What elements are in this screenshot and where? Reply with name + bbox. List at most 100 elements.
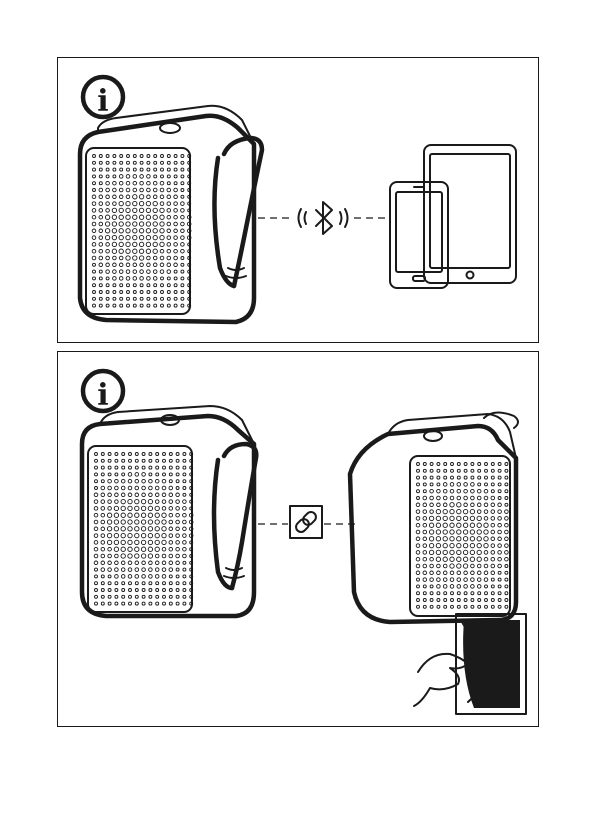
grille-hole [142, 575, 146, 579]
grille-hole [139, 222, 143, 226]
grille-hole [464, 496, 468, 500]
grille-hole [470, 509, 474, 513]
grille-hole [162, 527, 166, 531]
grille-hole [457, 483, 461, 487]
grille-hole [451, 476, 454, 479]
grille-hole [450, 483, 454, 487]
grille-hole [119, 195, 123, 199]
grille-hole [176, 575, 179, 578]
grille-hole [444, 592, 447, 595]
grille-hole [133, 297, 136, 300]
grille-hole [183, 561, 186, 564]
grille-hole [443, 550, 447, 554]
grille-hole [463, 543, 467, 547]
grille-hole [127, 304, 130, 307]
grille-hole [423, 592, 426, 595]
grille-hole [181, 175, 184, 178]
grille-hole [133, 235, 137, 239]
grille-hole [99, 243, 103, 247]
speaker-front-view [80, 106, 262, 322]
grille-hole [101, 554, 105, 558]
grille-hole [113, 161, 116, 164]
grille-hole [99, 263, 103, 267]
grille-hole [108, 575, 111, 578]
grille-hole [451, 469, 454, 472]
grille-hole [174, 161, 177, 164]
grille-hole [113, 188, 117, 192]
grille-hole [176, 453, 179, 456]
grille-hole [463, 523, 467, 527]
grille-hole [463, 550, 467, 554]
grille-hole [498, 503, 502, 507]
speaker-linking-panel: i [57, 351, 539, 727]
grille-hole [162, 547, 166, 551]
grille-hole [478, 605, 481, 608]
grille-hole [147, 195, 151, 199]
grille-hole [169, 466, 172, 469]
grille-hole [121, 547, 125, 551]
grille-hole [160, 202, 164, 206]
grille-hole [93, 277, 96, 280]
grille-hole [491, 483, 494, 486]
grille-hole [149, 589, 152, 592]
grille-hole [167, 209, 171, 213]
grille-hole [477, 523, 481, 527]
grille-hole [437, 503, 441, 507]
grille-hole [155, 527, 159, 531]
grille-hole [92, 222, 96, 226]
grille-hole [135, 473, 139, 477]
grille-hole [423, 496, 427, 500]
grille-hole [113, 155, 116, 158]
grille-hole [450, 578, 454, 582]
grille-hole [423, 537, 427, 541]
grille-hole [181, 270, 184, 273]
grille-hole [437, 483, 440, 486]
grille-hole [176, 541, 180, 545]
grille-hole [94, 561, 98, 565]
grille-hole [450, 530, 454, 534]
grille-hole [430, 489, 434, 493]
grille-hole [94, 493, 98, 497]
grille-hole [423, 557, 427, 561]
grille-hole [95, 466, 98, 469]
grille-hole [498, 564, 502, 568]
grille-hole [423, 544, 427, 548]
grille-hole [174, 209, 178, 213]
grille-hole [464, 489, 468, 493]
grille-hole [484, 543, 488, 547]
grille-hole [451, 605, 454, 608]
grille-hole [115, 575, 119, 579]
info-icon: i [83, 371, 123, 413]
grille-hole [135, 540, 139, 544]
grille-hole [163, 602, 166, 605]
grille-hole [95, 595, 98, 598]
grille-hole [154, 175, 157, 178]
grille-hole [99, 215, 103, 219]
grille-hole [181, 209, 185, 213]
grille-hole [139, 235, 143, 239]
grille-hole [129, 459, 132, 462]
grille-hole [146, 242, 150, 246]
grille-hole [161, 277, 164, 280]
grille-hole [156, 589, 159, 592]
grille-hole [457, 463, 460, 466]
grille-hole [416, 537, 420, 541]
grille-hole [429, 523, 433, 527]
grille-hole [505, 490, 508, 493]
grille-hole [113, 270, 117, 274]
grille-hole [99, 175, 102, 178]
grille-hole [154, 304, 157, 307]
grille-hole [101, 466, 104, 469]
bluetooth-icon [299, 202, 348, 234]
grille-hole [471, 463, 474, 466]
grille-hole [423, 551, 427, 555]
grille-hole [128, 561, 132, 565]
grille-hole [147, 181, 151, 185]
grille-hole [119, 242, 123, 246]
grille-hole [119, 229, 123, 233]
grille-hole [148, 533, 152, 537]
grille-hole [128, 527, 132, 531]
grille-hole [129, 602, 132, 605]
grille-hole [169, 513, 173, 517]
grille-hole [436, 550, 440, 554]
